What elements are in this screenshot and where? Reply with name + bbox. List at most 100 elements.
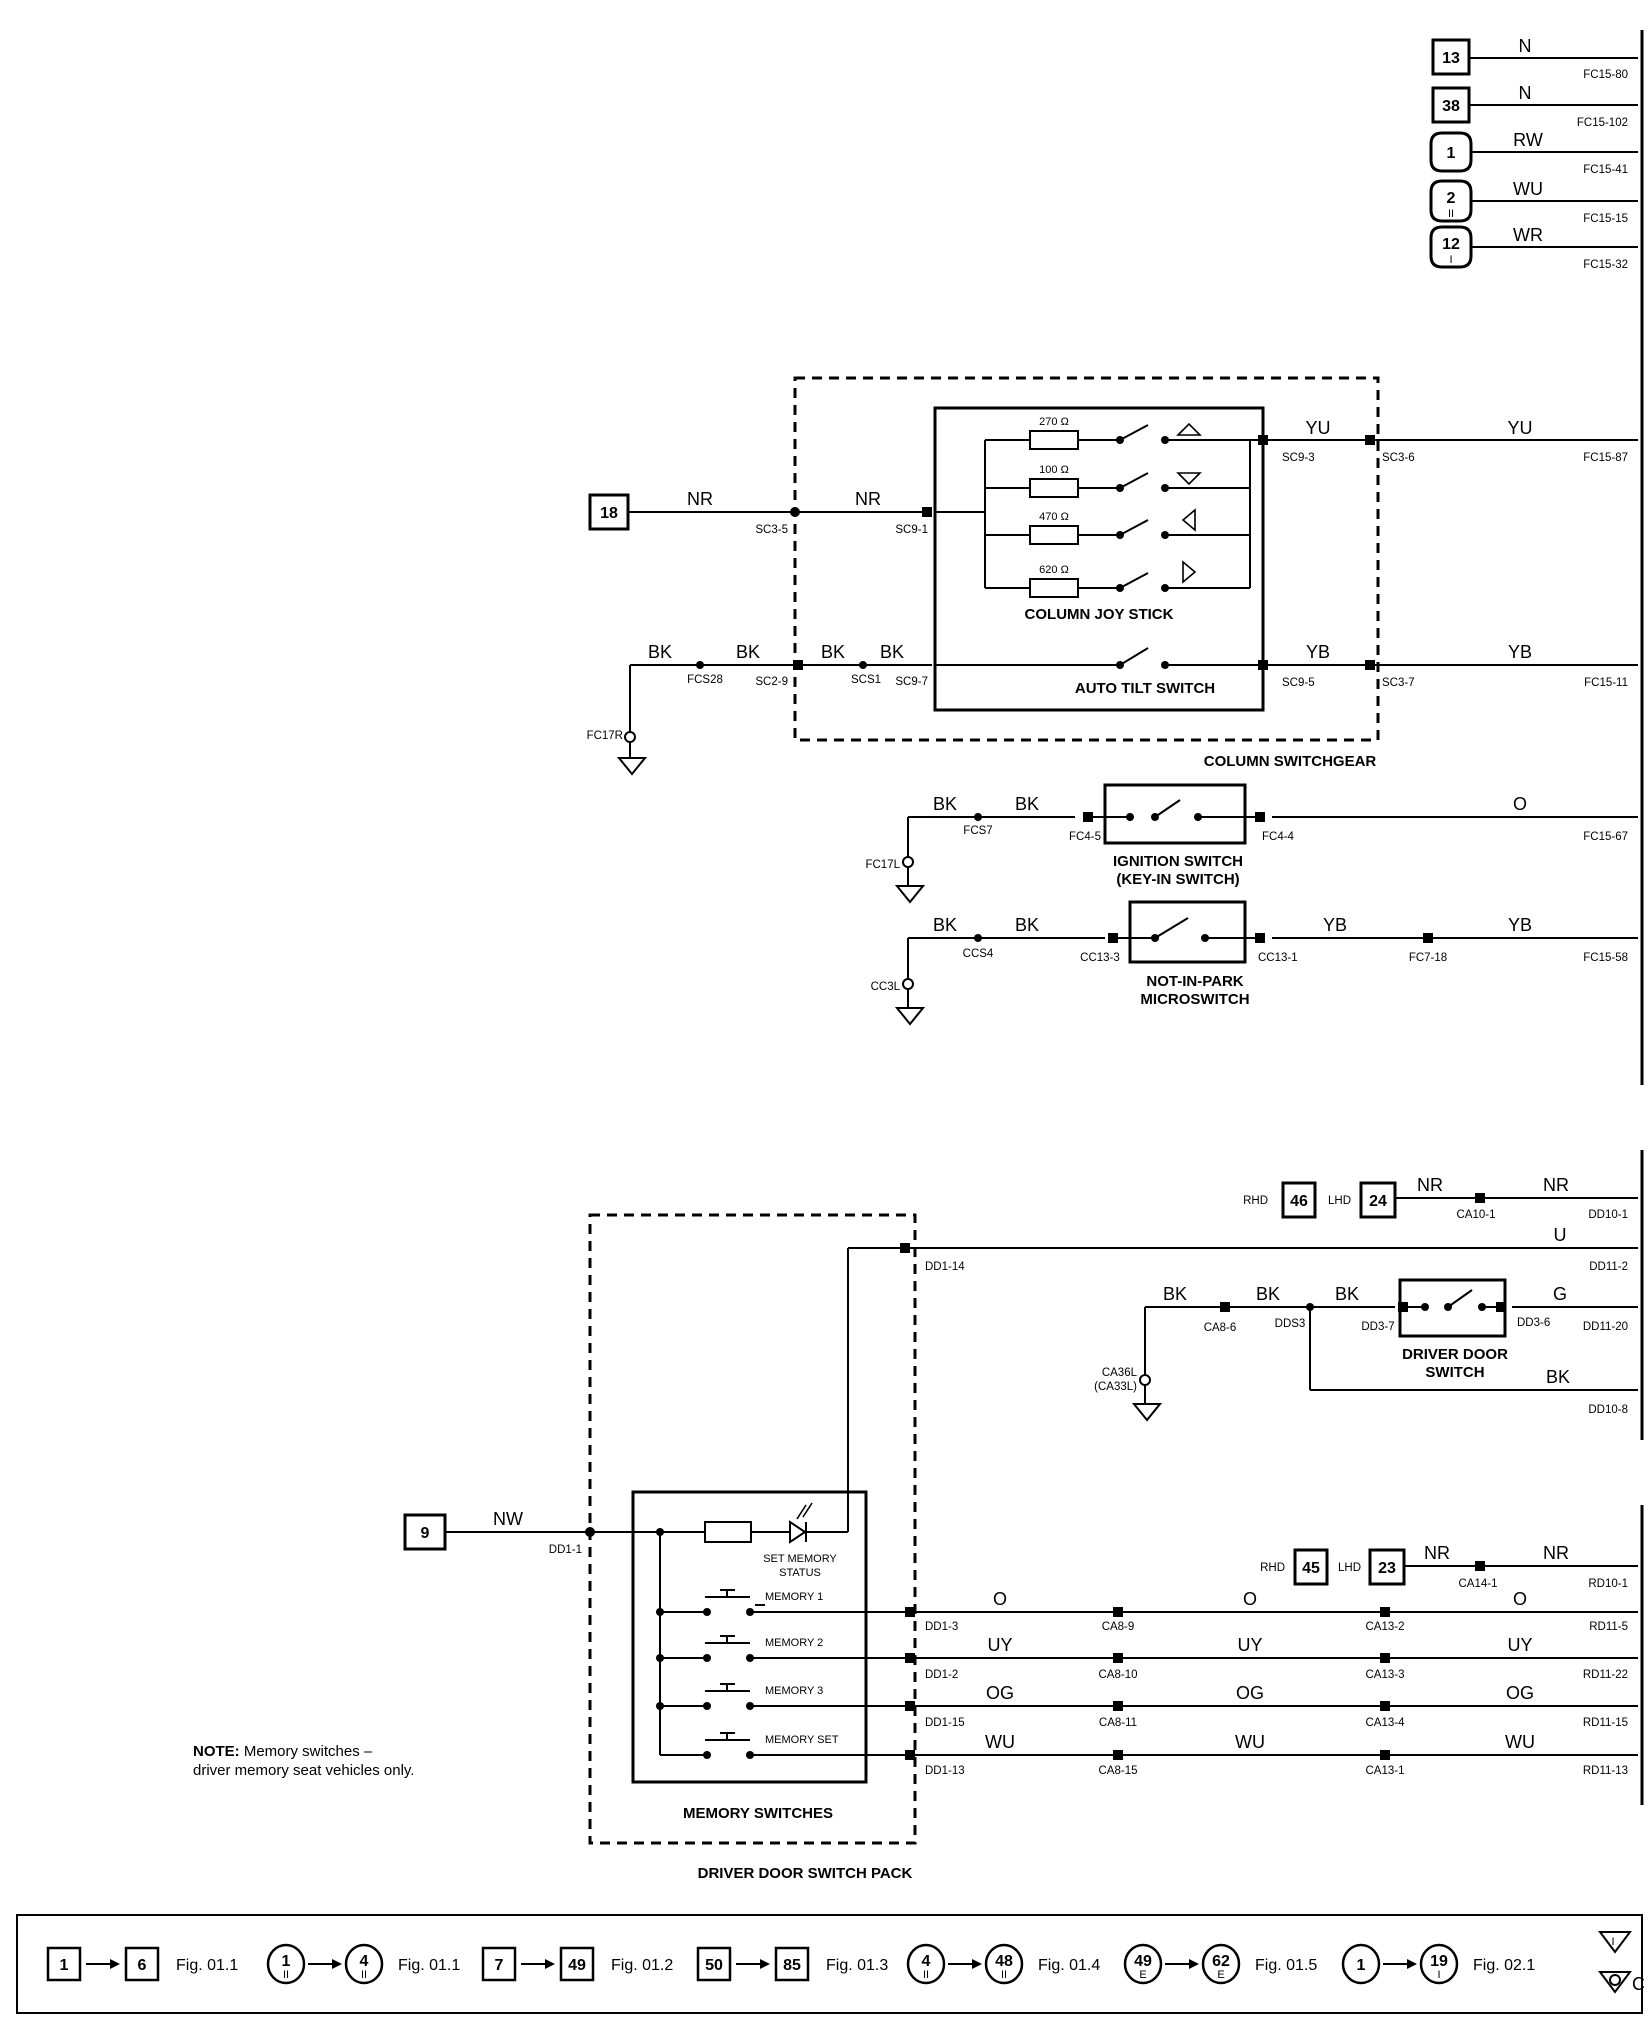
- ref-38-number: 38: [1442, 98, 1460, 115]
- row4-pin-4: RD11-13: [1583, 1765, 1628, 1777]
- ring-icon: [1609, 1974, 1621, 1986]
- memory-1-label: MEMORY 1: [765, 1591, 823, 1603]
- legend-to-token: 19I: [1419, 1943, 1459, 1985]
- legend-from-token: 1: [46, 1946, 82, 1982]
- wire-nr-label-2: NR: [855, 489, 881, 509]
- pin-dd11-20: DD11-20: [1583, 1321, 1628, 1333]
- legend-from-token: 50: [696, 1946, 732, 1982]
- pin-ca36l: CA36L: [1102, 1367, 1138, 1379]
- driver-door-switch-pack-boundary: [588, 1213, 917, 1845]
- pin-cc3l: CC3L: [871, 981, 901, 993]
- memory-set-label: MEMORY SET: [765, 1734, 839, 1746]
- memory-row-4: WU WU WU DD1-13 CA8-15 CA13-1 RD11-13: [905, 1732, 1638, 1777]
- mem-lhd-label: LHD: [1338, 1562, 1361, 1574]
- ref-9-number: 9: [421, 1525, 430, 1542]
- legend-from-token-number: 4: [922, 1953, 931, 1970]
- legend-fig-ref: Fig. 01.1: [398, 1957, 460, 1974]
- ign-wire-bk-2: BK: [1015, 794, 1039, 814]
- legend-from-token-number: 1: [60, 1957, 69, 1974]
- arrow-right-icon: [760, 1959, 770, 1969]
- triangle-down-icon-2: [1598, 1971, 1632, 1994]
- not-in-park-box: [1128, 900, 1247, 964]
- pin-fc17l: FC17L: [865, 859, 900, 871]
- resistor-620: 620 Ω: [1039, 564, 1069, 576]
- ign-wire-bk-1: BK: [933, 794, 957, 814]
- pin-fc15-67: FC15-67: [1583, 831, 1628, 843]
- legend-tail: I C: [1598, 1931, 1645, 1994]
- legend-to-token-number: 48: [995, 1953, 1013, 1970]
- nip-wire-bk-2: BK: [1015, 915, 1039, 935]
- row2-pin-3: CA13-3: [1366, 1669, 1405, 1681]
- top-reference-12: 12 I WR FC15-32: [1429, 225, 1638, 271]
- legend-from-token-sub: II: [923, 1969, 929, 1981]
- pin-fc15-58: FC15-58: [1583, 952, 1628, 964]
- legend-fig-ref: Fig. 01.5: [1255, 1957, 1317, 1974]
- ref-46-box: [1281, 1181, 1317, 1219]
- arrow-up-icon: [1176, 422, 1202, 436]
- legend-bar: [16, 1914, 1643, 2014]
- triangle-down-icon: [1598, 1931, 1632, 1954]
- resistor-100: 100 Ω: [1039, 464, 1069, 476]
- top-reference-2: 2 II WU FC15-15: [1429, 179, 1638, 225]
- pin-ca10-1: CA10-1: [1457, 1209, 1496, 1221]
- pin-fc4-5: FC4-5: [1069, 831, 1101, 843]
- memory-note-line-1: NOTE: Memory switches –: [193, 1743, 373, 1760]
- door-wire-bk-3: BK: [1335, 1284, 1359, 1304]
- pin-dd10-1: DD10-1: [1588, 1209, 1628, 1221]
- column-switchgear-label: COLUMN SWITCHGEAR: [1204, 753, 1377, 770]
- pin-scs1: SCS1: [851, 674, 881, 686]
- door-wire-nr-2: NR: [1543, 1175, 1569, 1195]
- legend-fig-ref: Fig. 01.3: [826, 1957, 888, 1974]
- nip-wire-bk-1: BK: [933, 915, 957, 935]
- row1-wire-2: O: [1243, 1589, 1257, 1609]
- legend-to-token-number: 62: [1212, 1953, 1230, 1970]
- pin-dd10-8: DD10-8: [1588, 1404, 1628, 1416]
- resistor-270: 270 Ω: [1039, 416, 1069, 428]
- pin-fc7-18: FC7-18: [1409, 952, 1447, 964]
- mem-wire-nr-2: NR: [1543, 1543, 1569, 1563]
- pin-sc3-7: SC3-7: [1382, 677, 1415, 689]
- pin-fcs28: FCS28: [687, 674, 723, 686]
- pin-sc9-3: SC9-3: [1282, 452, 1315, 464]
- pin-ca8-6: CA8-6: [1204, 1322, 1237, 1334]
- ref-9-box: [403, 1513, 447, 1551]
- door-wire-nr-1: NR: [1417, 1175, 1443, 1195]
- ref-13-number: 13: [1442, 50, 1460, 67]
- microswitch-label: MICROSWITCH: [1140, 991, 1249, 1008]
- arrow-right-icon: [1182, 560, 1197, 584]
- door-lhd-label: LHD: [1328, 1195, 1351, 1207]
- key-in-switch-label: (KEY-IN SWITCH): [1116, 871, 1239, 888]
- memory-1-switch: MEMORY 1: [660, 1589, 910, 1616]
- row1-wire-1: O: [993, 1589, 1007, 1609]
- pin-fc15-102: FC15-102: [1577, 117, 1628, 129]
- legend-from-token-number: 49: [1134, 1953, 1152, 1970]
- joystick-module-box: [933, 406, 1265, 712]
- legend-from-token: 1II: [266, 1943, 306, 1985]
- led-icon: [789, 1520, 807, 1544]
- legend-to-token-sub: I: [1437, 1969, 1440, 1981]
- ref-18: 18: [588, 493, 630, 531]
- row2-wire-2: UY: [1237, 1635, 1262, 1655]
- row1-wire-3: O: [1513, 1589, 1527, 1609]
- pin-dd3-7: DD3-7: [1361, 1321, 1394, 1333]
- row2-wire-3: UY: [1507, 1635, 1532, 1655]
- pin-fc15-11: FC15-11: [1584, 677, 1628, 689]
- set-memory-label: SET MEMORY: [763, 1553, 837, 1565]
- door-wire-bk-2: BK: [1256, 1284, 1280, 1304]
- pin-fc15-87: FC15-87: [1583, 452, 1628, 464]
- row2-pin-2: CA8-10: [1099, 1669, 1138, 1681]
- door-rhd-label: RHD: [1243, 1195, 1268, 1207]
- ref-23-box: [1368, 1548, 1406, 1586]
- memory-3-label: MEMORY 3: [765, 1685, 823, 1697]
- legend-to-token-sub: II: [361, 1969, 367, 1981]
- memory-switches-label: MEMORY SWITCHES: [683, 1805, 833, 1822]
- wire-38-color: N: [1519, 83, 1532, 103]
- pin-fc15-32: FC15-32: [1583, 259, 1628, 271]
- ref-23-number: 23: [1378, 1560, 1396, 1577]
- wire-yb-label-1: YB: [1306, 642, 1330, 662]
- memory-3-switch: MEMORY 3: [660, 1683, 910, 1710]
- pin-fc4-4: FC4-4: [1262, 831, 1295, 843]
